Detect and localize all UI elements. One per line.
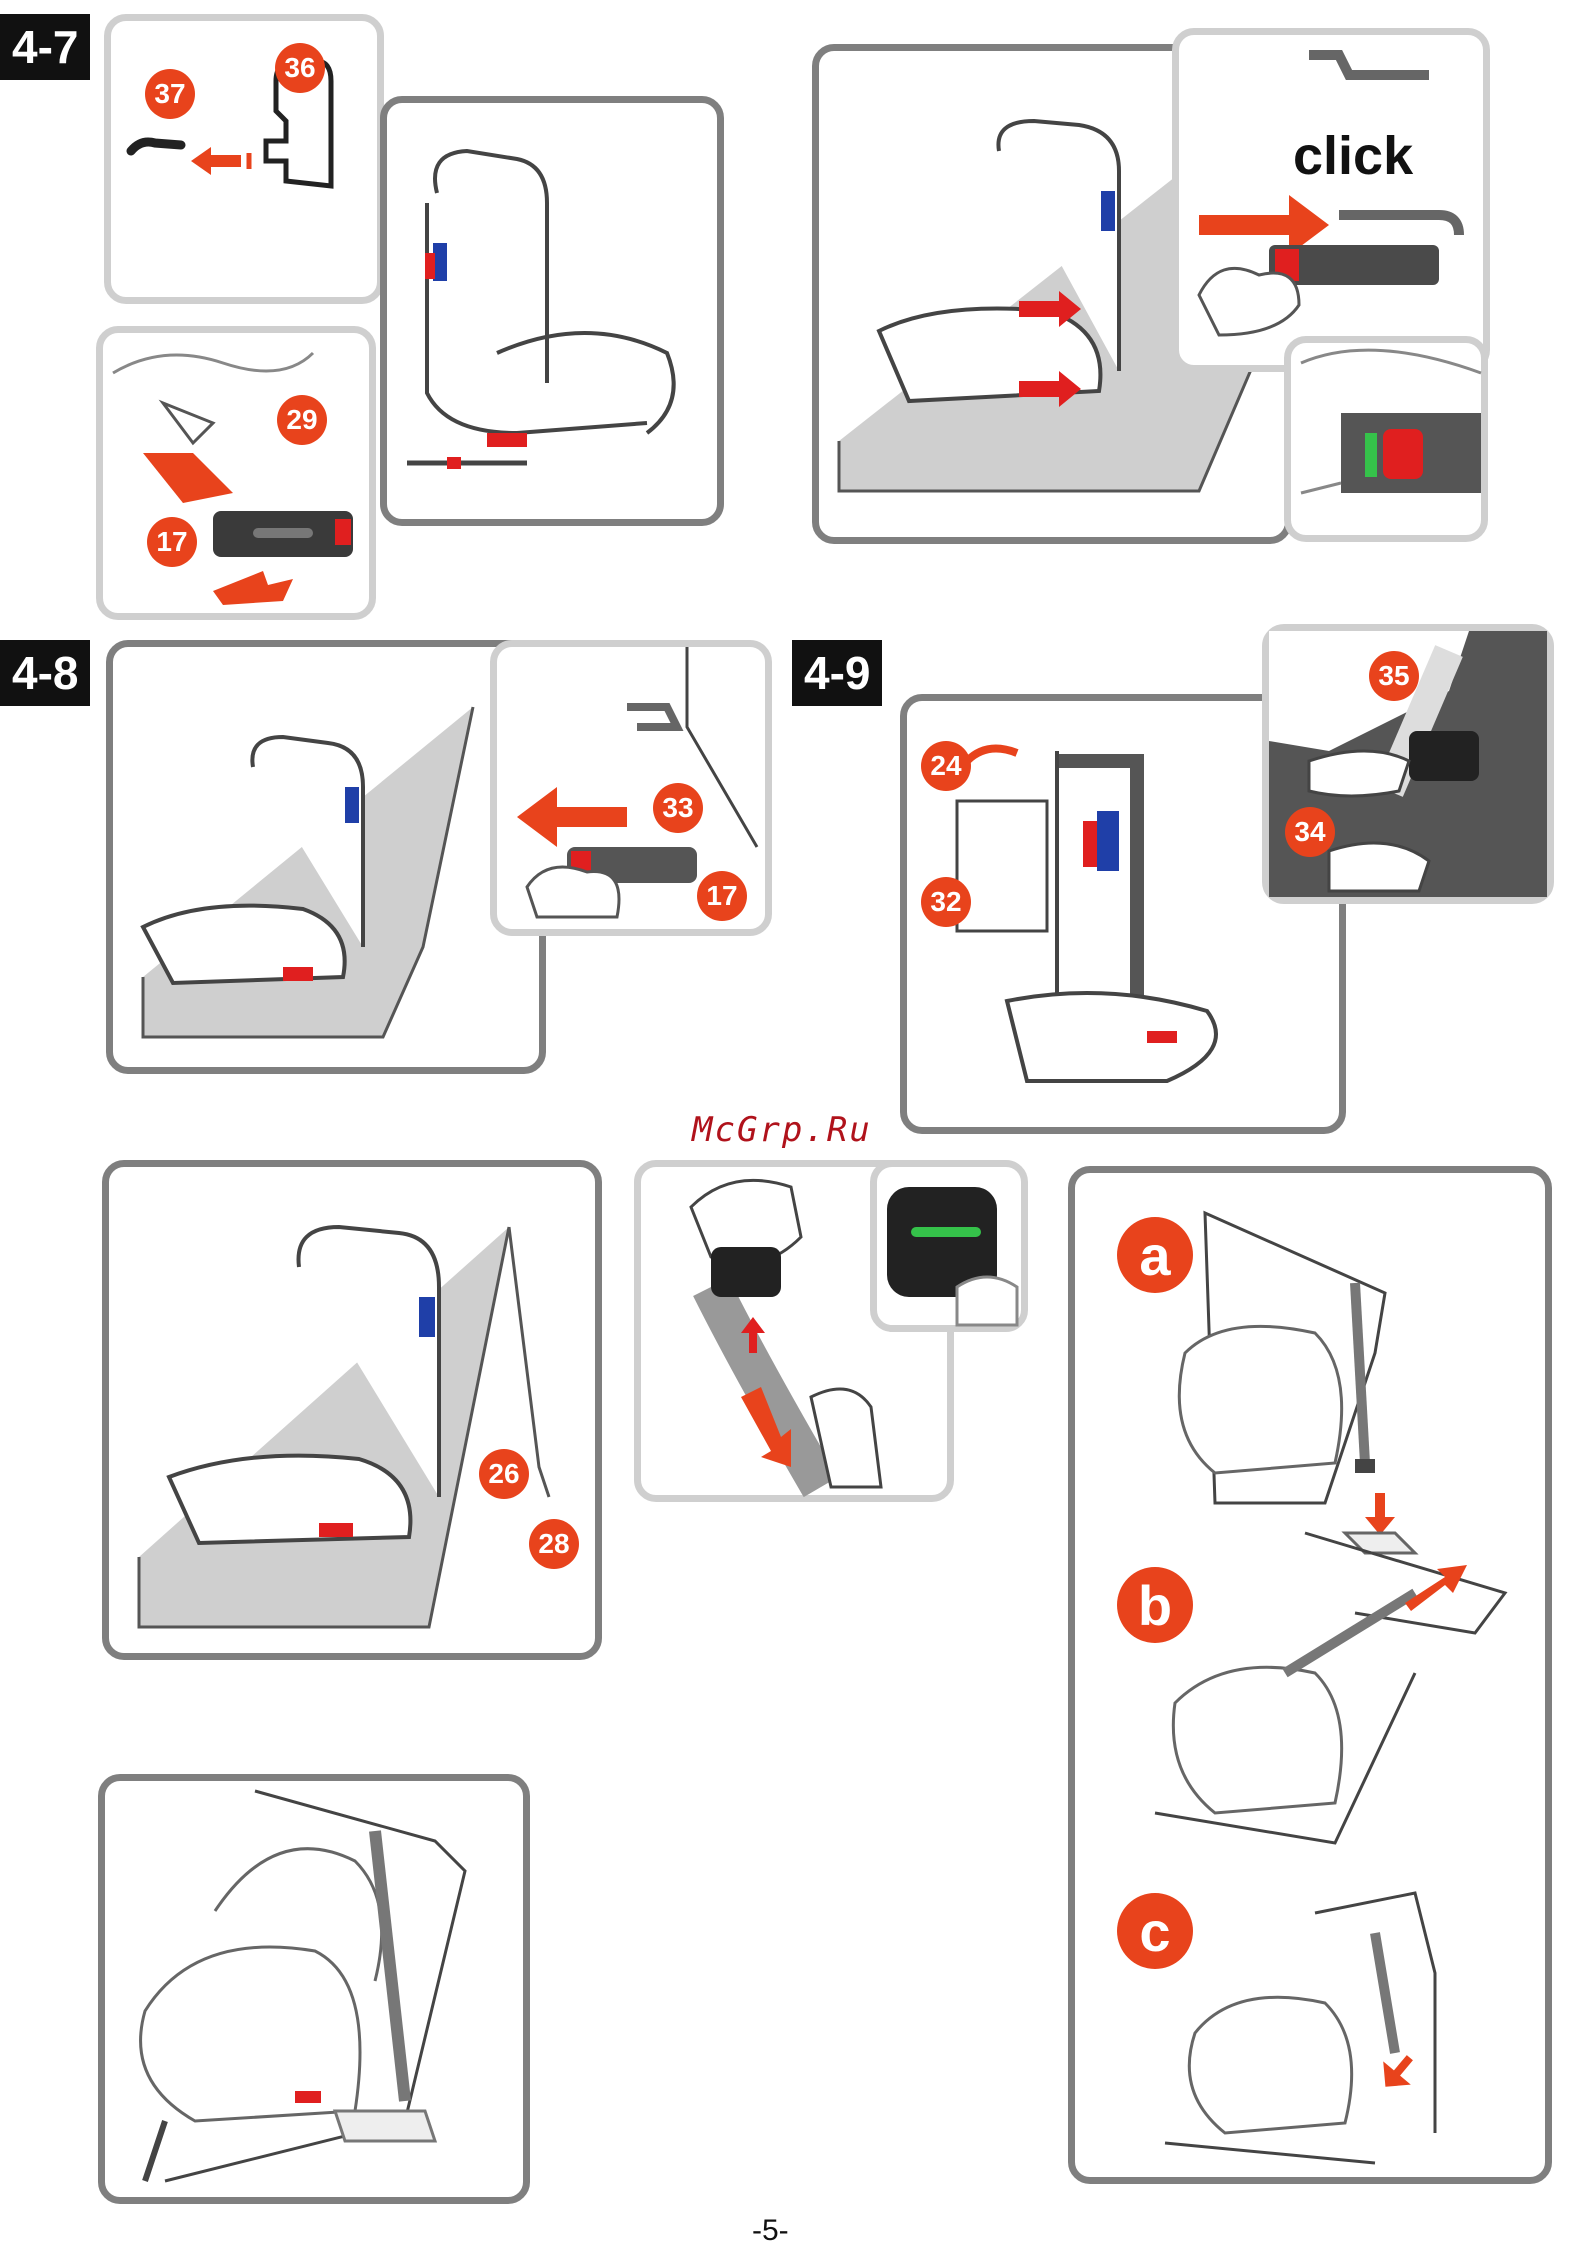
hand-icon (957, 1277, 1017, 1325)
red-button (1383, 429, 1423, 479)
callout-28: 28 (529, 1519, 579, 1569)
callout-24: 24 (921, 741, 971, 791)
car-seat-icon (1179, 1326, 1341, 1473)
car-seat-icon (109, 1167, 595, 1653)
tether-strap (1285, 1593, 1415, 1673)
panel-top-tether: 26 28 (102, 1160, 602, 1660)
connector-slide-illustration (103, 333, 369, 613)
callout-29: 29 (277, 395, 327, 445)
connector-detach-illustration (111, 21, 381, 301)
orange-arrow-icon (1365, 1493, 1395, 1535)
click-illustration (1179, 35, 1483, 365)
callout-17-a: 17 (147, 517, 197, 567)
car-seat-icon (387, 103, 717, 519)
strap-holder (433, 243, 447, 281)
orange-arrow-icon (191, 147, 211, 175)
inset-panel-slide-connector: 29 17 (96, 326, 376, 620)
belt-clip (1409, 731, 1479, 781)
panel-anchor-variants: a b c (1068, 1166, 1552, 2184)
car-seat-icon (1189, 1997, 1351, 2133)
tether-strap (1355, 1283, 1365, 1463)
green-indicator (911, 1227, 981, 1237)
car-seat-icon (1173, 1667, 1341, 1813)
panel-installed-final (98, 1774, 530, 2204)
tether-adjuster (711, 1247, 781, 1297)
orange-arrow-icon (1372, 2046, 1424, 2098)
page-number: -5- (752, 2214, 789, 2248)
hand-icon (1329, 843, 1429, 891)
connector-cover-shape (131, 142, 181, 151)
variant-b-seat (1155, 1533, 1505, 1843)
tether-strap (1375, 1933, 1395, 2053)
inset-panel-release-button: 33 17 (490, 640, 772, 936)
panel-seat-side-view (380, 96, 724, 526)
callout-17-b: 17 (697, 871, 747, 921)
callout-33: 33 (653, 783, 703, 833)
orange-arrow-icon (967, 749, 1017, 762)
section-label-4-9: 4-9 (792, 640, 882, 706)
hand-icon (1309, 751, 1409, 796)
callout-37: 37 (145, 69, 195, 119)
indicator-icon (877, 1167, 1021, 1325)
inset-panel-indicator (1284, 336, 1488, 542)
hand-icon (1199, 268, 1299, 335)
car-seat-icon (105, 1781, 523, 2197)
inset-panel-belt-clip: 35 34 (1262, 624, 1554, 904)
variant-c-seat (1165, 1893, 1435, 2163)
click-label: click (1293, 125, 1413, 187)
anchor-point (1345, 1533, 1415, 1553)
callout-26: 26 (479, 1449, 529, 1499)
panel-seat-release (106, 640, 546, 1074)
hand-icon (527, 867, 619, 917)
callout-36: 36 (275, 43, 325, 93)
car-seat-icon (113, 647, 539, 1067)
belt-guide-plate (957, 801, 1047, 931)
inset-panel-green-indicator (870, 1160, 1028, 1332)
inset-panel-click: click (1172, 28, 1490, 372)
orange-arrow-icon (213, 571, 293, 605)
section-label-4-7: 4-7 (0, 14, 90, 80)
variants-illustration (1075, 1173, 1545, 2177)
variant-a-seat (1179, 1213, 1415, 1553)
callout-32: 32 (921, 877, 971, 927)
anchor-point (335, 2111, 435, 2141)
orange-arrow-icon (517, 787, 627, 847)
section-label-4-8: 4-8 (0, 640, 90, 706)
indicator-icon (1291, 343, 1481, 535)
hand-icon (113, 353, 313, 373)
orange-arrow-icon (143, 453, 233, 503)
callout-34: 34 (1285, 807, 1335, 857)
watermark: McGrp.Ru (692, 1110, 872, 1150)
callout-35: 35 (1369, 651, 1419, 701)
inset-panel-detach-connector: 37 36 (104, 14, 384, 304)
green-indicator (1365, 433, 1377, 477)
